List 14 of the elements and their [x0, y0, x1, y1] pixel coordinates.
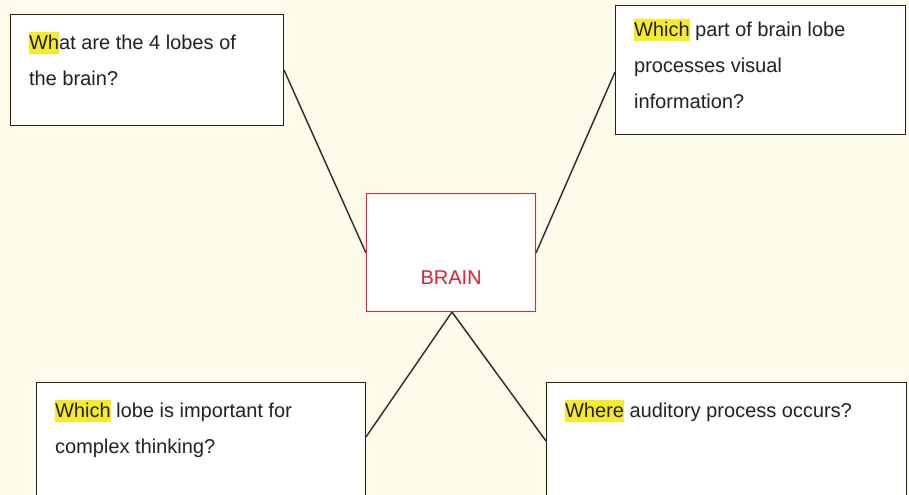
question-text: Where auditory process occurs?: [565, 399, 853, 424]
connector-line: [535, 72, 616, 254]
question-text: Which lobe is important for complex thinking?: [55, 399, 293, 460]
question-box: [615, 5, 906, 135]
question-box: [36, 382, 366, 495]
question-box: [546, 382, 907, 495]
topic-label: BRAIN: [419, 266, 483, 291]
question-text: What are the 4 lobes of the brain?: [29, 31, 237, 92]
connector-line: [451, 312, 547, 442]
question-text: Which part of brain lobe processes visual information?: [634, 18, 846, 115]
topic-box: [366, 193, 536, 312]
connector-line: [283, 70, 367, 254]
question-box: [10, 14, 284, 126]
connector-line: [365, 312, 453, 438]
